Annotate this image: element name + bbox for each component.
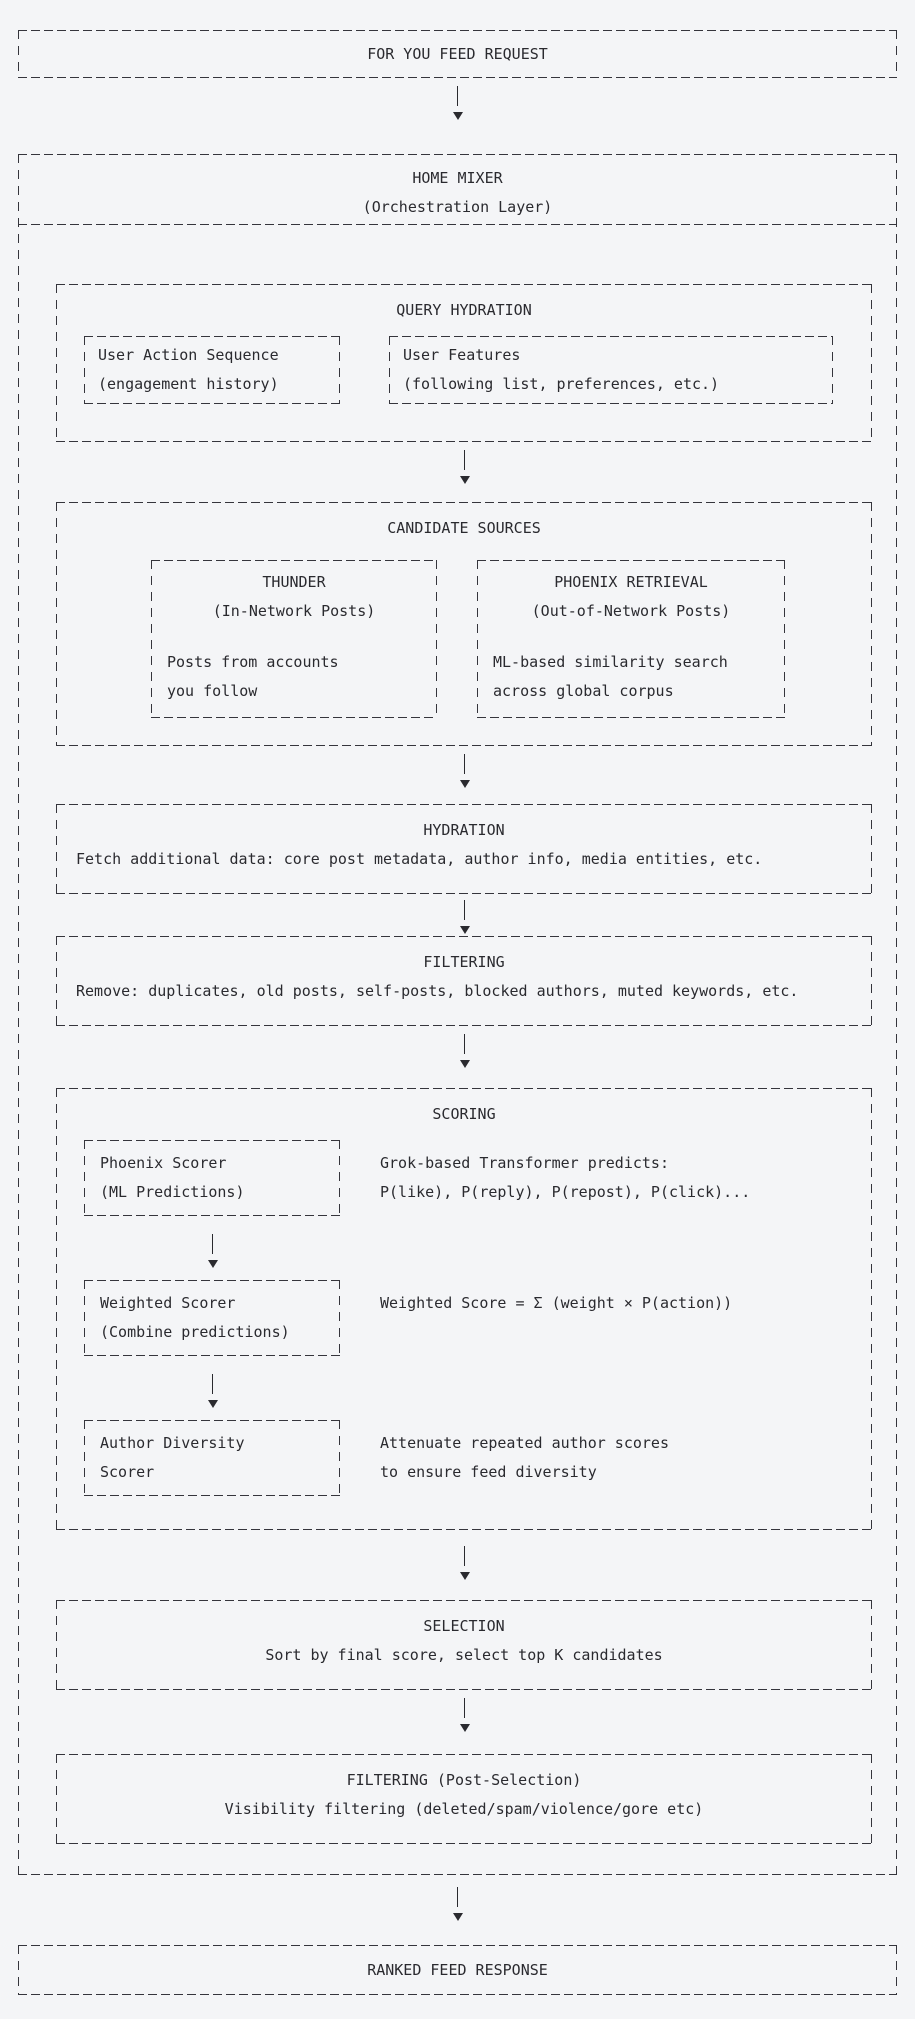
- phoenix-scorer-note1: Grok-based Transformer predicts:: [380, 1154, 669, 1172]
- author-diversity-scorer-note1: Attenuate repeated author scores: [380, 1434, 669, 1452]
- post-selection-filtering-title: FILTERING (Post-Selection): [346, 1771, 582, 1789]
- arrow-head-icon: [459, 780, 470, 788]
- post-selection-filtering-box: FILTERING (Post-Selection) Visibility fi…: [56, 1754, 872, 1844]
- ranked-feed-response-box: RANKED FEED RESPONSE: [18, 1945, 897, 1995]
- phoenix-retrieval-kind: (Out-of-Network Posts): [531, 602, 731, 620]
- thunder-name: THUNDER: [262, 573, 326, 591]
- home-mixer-subtitle: (Orchestration Layer): [362, 198, 553, 216]
- user-action-sequence-line1: User Action Sequence: [98, 346, 279, 364]
- query-hydration-box: QUERY HYDRATION User Action Sequence (en…: [56, 284, 872, 442]
- arrow-head-icon: [207, 1400, 218, 1408]
- arrow-line: [463, 754, 466, 774]
- arrow-hydration-to-filtering: [454, 900, 475, 934]
- scoring-box: SCORING Phoenix Scorer (ML Predictions) …: [56, 1088, 872, 1530]
- query-hydration-title: QUERY HYDRATION: [396, 301, 532, 319]
- ranked-feed-response-title: RANKED FEED RESPONSE: [367, 1960, 548, 1979]
- filtering-title: FILTERING: [423, 953, 505, 971]
- user-features-line2: (following list, preferences, etc.): [403, 375, 720, 393]
- thunder-kind: (In-Network Posts): [212, 602, 376, 620]
- phoenix-retrieval-box: PHOENIX RETRIEVAL (Out-of-Network Posts)…: [477, 560, 785, 718]
- user-action-sequence-line2: (engagement history): [98, 375, 279, 393]
- arrow-head-icon: [459, 1724, 470, 1732]
- arrow-line: [211, 1374, 214, 1394]
- arrow-line: [456, 86, 459, 106]
- weighted-scorer-note1: Weighted Score = Σ (weight × P(action)): [380, 1294, 733, 1312]
- home-mixer-header: HOME MIXER (Orchestration Layer): [18, 164, 897, 222]
- selection-body: Sort by final score, select top K candid…: [265, 1646, 663, 1664]
- phoenix-scorer-line2: (ML Predictions): [100, 1183, 245, 1201]
- hydration-box: HYDRATION Fetch additional data: core po…: [56, 804, 872, 894]
- thunder-desc2: you follow: [167, 682, 258, 700]
- arrow-weightedscorer-to-authordiversity: [202, 1374, 223, 1408]
- arrow-head-icon: [459, 1060, 470, 1068]
- arrow-line: [463, 1698, 466, 1718]
- phoenix-retrieval-desc1: ML-based similarity search: [493, 653, 728, 671]
- arrow-candidatesources-to-hydration: [454, 754, 475, 788]
- home-mixer-title: HOME MIXER: [412, 169, 503, 187]
- arrow-head-icon: [452, 1913, 463, 1921]
- author-diversity-scorer-line1: Author Diversity: [100, 1434, 245, 1452]
- weighted-scorer-box: Weighted Scorer (Combine predictions): [84, 1280, 340, 1356]
- thunder-box: THUNDER (In-Network Posts) Posts from ac…: [151, 560, 437, 718]
- hydration-title: HYDRATION: [423, 821, 505, 839]
- hydration-body: Fetch additional data: core post metadat…: [76, 850, 763, 868]
- weighted-scorer-notes: Weighted Score = Σ (weight × P(action)): [380, 1289, 732, 1318]
- arrow-line: [463, 900, 466, 920]
- filtering-box: FILTERING Remove: duplicates, old posts,…: [56, 936, 872, 1026]
- arrow-line: [463, 1546, 466, 1566]
- user-features-box: User Features (following list, preferenc…: [389, 336, 833, 404]
- author-diversity-scorer-notes: Attenuate repeated author scores to ensu…: [380, 1429, 669, 1487]
- scoring-title: SCORING: [432, 1105, 496, 1123]
- selection-title: SELECTION: [423, 1617, 505, 1635]
- phoenix-scorer-notes: Grok-based Transformer predicts: P(like)…: [380, 1149, 750, 1207]
- arrow-line: [211, 1234, 214, 1254]
- user-features-line1: User Features: [403, 346, 521, 364]
- weighted-scorer-line2: (Combine predictions): [100, 1323, 290, 1341]
- arrow-head-icon: [459, 1572, 470, 1580]
- arrow-phoenixscorer-to-weightedscorer: [202, 1234, 223, 1268]
- post-selection-filtering-body: Visibility filtering (deleted/spam/viole…: [224, 1800, 704, 1818]
- author-diversity-scorer-note2: to ensure feed diversity: [380, 1463, 597, 1481]
- user-action-sequence-box: User Action Sequence (engagement history…: [84, 336, 340, 404]
- author-diversity-scorer-box: Author Diversity Scorer: [84, 1420, 340, 1496]
- arrow-scoring-to-selection: [454, 1546, 475, 1580]
- candidate-sources-title: CANDIDATE SOURCES: [387, 519, 541, 537]
- for-you-feed-request-title: FOR YOU FEED REQUEST: [367, 44, 548, 63]
- arrow-filtering-to-scoring: [454, 1034, 475, 1068]
- phoenix-scorer-box: Phoenix Scorer (ML Predictions): [84, 1140, 340, 1216]
- arrow-mixer-to-response: [447, 1887, 468, 1921]
- phoenix-scorer-note2: P(like), P(reply), P(repost), P(click)..…: [380, 1183, 751, 1201]
- thunder-desc1: Posts from accounts: [167, 653, 339, 671]
- arrow-selection-to-postfiltering: [454, 1698, 475, 1732]
- arrow-head-icon: [207, 1260, 218, 1268]
- phoenix-retrieval-name: PHOENIX RETRIEVAL: [554, 573, 708, 591]
- arrow-request-to-mixer: [447, 86, 468, 120]
- for-you-feed-request-box: FOR YOU FEED REQUEST: [18, 30, 897, 78]
- home-mixer-header-divider: [18, 224, 897, 225]
- selection-box: SELECTION Sort by final score, select to…: [56, 1600, 872, 1690]
- phoenix-scorer-line1: Phoenix Scorer: [100, 1154, 227, 1172]
- weighted-scorer-line1: Weighted Scorer: [100, 1294, 236, 1312]
- arrow-head-icon: [452, 112, 463, 120]
- home-mixer-box: HOME MIXER (Orchestration Layer) QUERY H…: [18, 154, 897, 1875]
- candidate-sources-box: CANDIDATE SOURCES THUNDER (In-Network Po…: [56, 502, 872, 746]
- arrow-head-icon: [459, 476, 470, 484]
- arrow-line: [463, 450, 466, 470]
- arrow-head-icon: [459, 926, 470, 934]
- arrow-line: [463, 1034, 466, 1054]
- filtering-body: Remove: duplicates, old posts, self-post…: [76, 982, 799, 1000]
- author-diversity-scorer-line2: Scorer: [100, 1463, 155, 1481]
- arrow-line: [456, 1887, 459, 1907]
- phoenix-retrieval-desc2: across global corpus: [493, 682, 674, 700]
- arrow-queryhydration-to-candidatesources: [454, 450, 475, 484]
